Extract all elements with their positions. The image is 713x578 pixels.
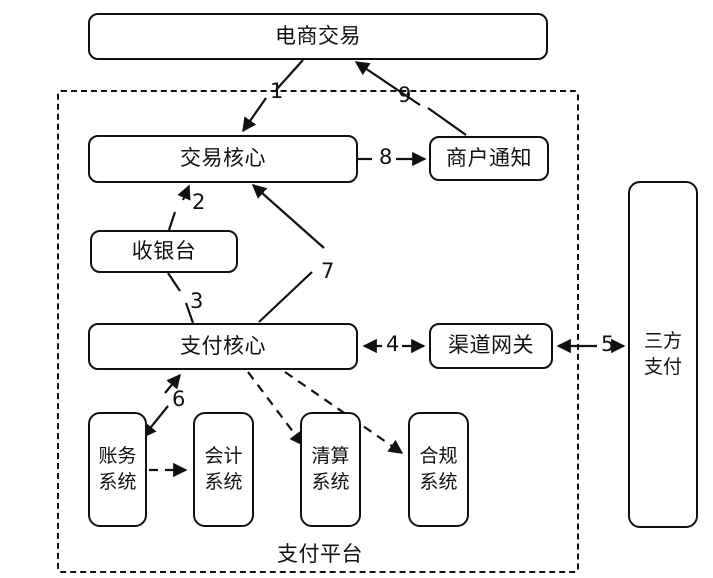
edge-2-line bbox=[167, 211, 177, 231]
edge-label-3: 3 bbox=[190, 289, 204, 313]
node-bookkeeping-sys-label: 会计 系统 bbox=[204, 444, 243, 493]
node-trade-core-label: 交易核心 bbox=[180, 146, 266, 171]
node-merchant-notify[interactable]: 商户通知 bbox=[429, 136, 549, 181]
node-clearing-sys[interactable]: 清算 系统 bbox=[300, 412, 361, 527]
node-third-party-pay[interactable]: 三方 支付 bbox=[628, 181, 698, 528]
edge-label-6: 6 bbox=[172, 387, 186, 411]
edge-9-arrow bbox=[354, 61, 421, 106]
node-trade-core[interactable]: 交易核心 bbox=[88, 135, 358, 183]
node-third-party-pay-label: 三方 支付 bbox=[643, 329, 682, 378]
node-pay-core-label: 支付核心 bbox=[180, 333, 266, 358]
node-accounting-sys[interactable]: 账务 系统 bbox=[88, 412, 147, 527]
edge-7-line-lower bbox=[258, 271, 313, 323]
node-bookkeeping-sys[interactable]: 会计 系统 bbox=[193, 412, 254, 527]
node-pay-core[interactable]: 支付核心 bbox=[88, 323, 358, 370]
edge-label-9: 9 bbox=[398, 83, 412, 107]
node-merchant-notify-label: 商户通知 bbox=[446, 145, 532, 170]
edge-label-5: 5 bbox=[601, 332, 615, 356]
edge-2-arrow bbox=[177, 184, 191, 201]
payment-platform-label: 支付平台 bbox=[277, 542, 363, 566]
node-ecommerce[interactable]: 电商交易 bbox=[88, 13, 548, 60]
edge-7-arrow bbox=[251, 184, 325, 249]
edge-label-7: 7 bbox=[321, 259, 335, 283]
node-cashier-label: 收银台 bbox=[131, 238, 197, 263]
edge-1-arrow bbox=[242, 97, 267, 133]
edge-label-2: 2 bbox=[192, 190, 206, 214]
payment-platform-container bbox=[57, 90, 579, 573]
node-ecommerce-label: 电商交易 bbox=[275, 23, 361, 48]
node-cashier[interactable]: 收银台 bbox=[90, 230, 238, 273]
edge-label-8: 8 bbox=[379, 145, 393, 169]
node-accounting-sys-label: 账务 系统 bbox=[98, 444, 137, 493]
node-compliance-sys[interactable]: 合规 系统 bbox=[408, 412, 469, 527]
edge-label-1: 1 bbox=[270, 79, 284, 103]
edge-3-line-top bbox=[167, 272, 181, 292]
node-clearing-sys-label: 清算 系统 bbox=[311, 444, 350, 493]
node-channel-gateway[interactable]: 渠道网关 bbox=[429, 323, 553, 369]
edge-3-line-bottom bbox=[184, 302, 195, 324]
edge-6-arrow-down bbox=[142, 405, 169, 439]
node-compliance-sys-label: 合规 系统 bbox=[419, 444, 458, 493]
node-channel-gateway-label: 渠道网关 bbox=[448, 333, 534, 358]
edge-label-4: 4 bbox=[386, 332, 400, 356]
edge-6-arrow-up bbox=[164, 373, 181, 394]
edge-9-line bbox=[427, 107, 467, 136]
edge-1-line bbox=[275, 59, 304, 91]
